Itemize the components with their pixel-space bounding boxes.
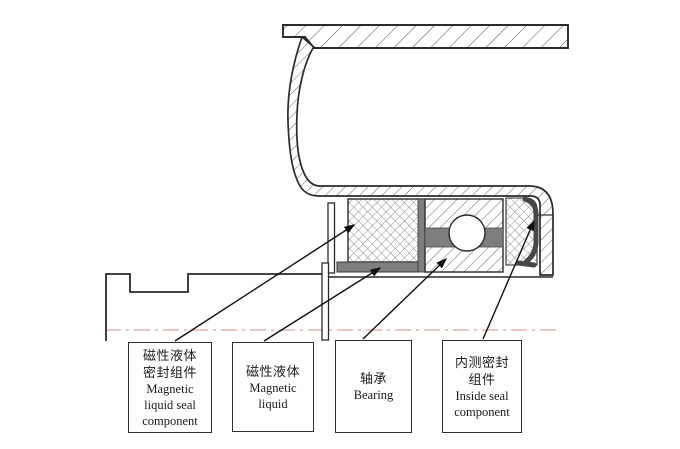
label-text: component <box>454 404 510 419</box>
seal-lip <box>522 196 539 265</box>
label-text: Magnetic <box>249 380 297 395</box>
label-box-bearing: 轴承 Bearing <box>335 340 412 433</box>
magnetic-liquid-strip <box>336 261 419 273</box>
label-text: Magnetic <box>146 381 194 396</box>
label-text: Bearing <box>353 388 394 402</box>
label-text: 内测密封 <box>454 354 509 370</box>
leader-line-inside-seal <box>482 219 535 340</box>
leader-line-magnetic-seal <box>174 224 356 342</box>
label-text: Inside seal <box>455 388 509 403</box>
housing-wall <box>287 35 554 276</box>
label-text: 轴承 <box>359 371 387 386</box>
label-box-magnetic-liquid-seal-component: 磁性液体 密封组件 Magnetic liquid seal component <box>128 342 212 433</box>
shaft-outline <box>105 273 322 341</box>
label-text: liquid seal <box>144 397 196 412</box>
label-text: liquid <box>258 396 288 411</box>
bearing-ball <box>448 214 486 252</box>
magnetic-seal-block <box>347 198 424 263</box>
slinger-lower-bar <box>321 262 330 341</box>
label-box-magnetic-liquid: 磁性液体 Magnetic liquid <box>232 342 314 432</box>
label-text: 密封组件 <box>142 364 197 380</box>
leader-line-bearing <box>362 257 448 340</box>
label-text: component <box>142 413 198 428</box>
label-text: 组件 <box>468 371 496 387</box>
label-text: 磁性液体 <box>142 347 197 363</box>
leader-line-magnetic-liquid <box>263 267 382 342</box>
label-box-inside-seal-component: 内测密封 组件 Inside seal component <box>442 340 522 433</box>
top-plate <box>282 24 569 49</box>
spacer-strip <box>417 198 426 273</box>
label-text: 磁性液体 <box>245 363 300 379</box>
seal-lip-foot <box>515 260 537 268</box>
inside-seal <box>505 196 539 268</box>
bearing-assembly <box>424 198 504 273</box>
